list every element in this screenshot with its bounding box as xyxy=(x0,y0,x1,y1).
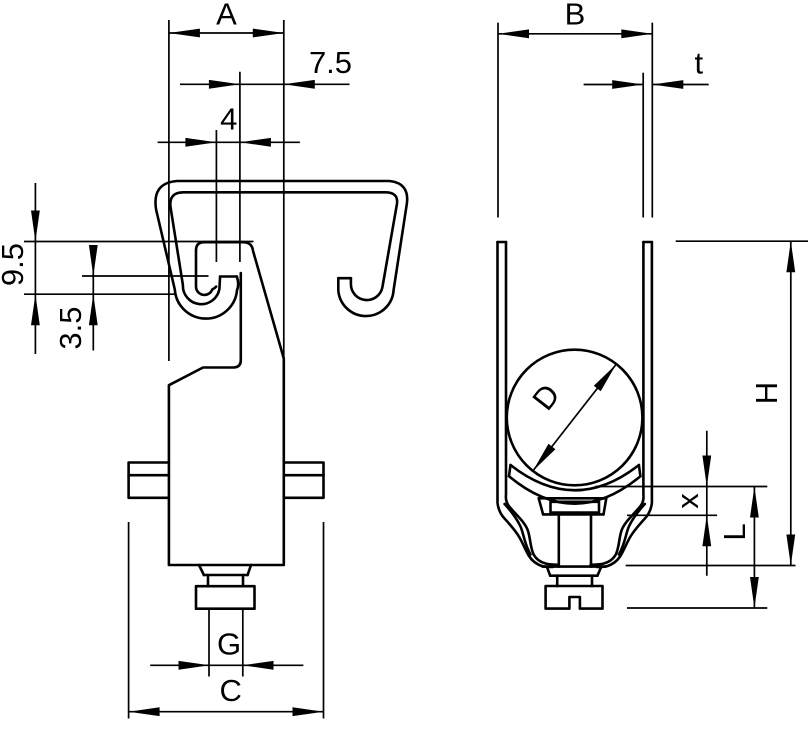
arrowhead-icon xyxy=(31,210,40,242)
screw-nut xyxy=(194,584,256,610)
arrowhead-icon xyxy=(168,28,200,38)
cable-diameter-arrowheads xyxy=(532,364,617,471)
arrowhead-icon xyxy=(292,707,324,717)
arrowhead-icon xyxy=(702,515,712,547)
front-view xyxy=(127,179,409,610)
wing-right xyxy=(282,461,325,500)
dim-label-a: A xyxy=(216,0,237,32)
arrowhead-icon xyxy=(88,294,98,326)
pressure-block-window xyxy=(549,500,601,514)
screw-head xyxy=(544,584,604,610)
wall-left-inner xyxy=(504,240,561,567)
dim-label-h: H xyxy=(749,382,784,404)
dim-label-x: x xyxy=(670,493,705,509)
wing-left xyxy=(127,461,171,500)
arrowhead-icon xyxy=(786,534,796,566)
side-view xyxy=(496,240,654,610)
dimension-arrowheads xyxy=(31,28,796,717)
arrowhead-icon xyxy=(498,29,529,39)
arrowhead-icon xyxy=(750,577,759,608)
arrowhead-icon xyxy=(31,294,40,326)
dim-label-b: B xyxy=(565,0,586,32)
wall-right-inner xyxy=(589,240,645,567)
saddle-left-cap xyxy=(507,463,512,478)
body-crease-right xyxy=(617,502,647,556)
screw-flange-right xyxy=(596,565,603,577)
clamp-body-outline xyxy=(167,240,286,567)
dimension-lines xyxy=(24,20,808,719)
arrowhead-icon xyxy=(88,245,98,276)
dim-label-c: C xyxy=(220,673,242,708)
pressure-block-right xyxy=(602,497,608,516)
clamp-claw-leg xyxy=(194,249,218,297)
saddle-right-cap xyxy=(637,463,642,478)
dim-label-t: t xyxy=(694,46,703,81)
arrowhead-icon xyxy=(178,660,210,670)
saddle-top-arc xyxy=(509,463,641,492)
arrowhead-icon xyxy=(786,241,796,273)
arrowhead-icon xyxy=(621,29,653,39)
dim-label-4: 4 xyxy=(220,102,237,137)
arrowhead-icon xyxy=(185,137,217,147)
pressure-block-left xyxy=(537,497,545,516)
dim-label-7-5: 7.5 xyxy=(309,45,352,80)
rail-profile-inner xyxy=(169,191,399,306)
dim-label-g: G xyxy=(217,627,241,662)
dim-label-9-5: 9.5 xyxy=(0,243,30,286)
body-crease-left xyxy=(503,502,532,556)
cable-circle xyxy=(505,348,644,487)
screw-boss-left xyxy=(197,563,206,577)
arrowhead-icon xyxy=(612,80,644,89)
arrowhead-icon xyxy=(532,443,556,471)
arrowhead-icon xyxy=(750,486,759,518)
arrowhead-icon xyxy=(593,364,617,392)
arrowhead-icon xyxy=(208,79,240,89)
arrowhead-icon xyxy=(252,28,284,38)
screw-flange-left xyxy=(545,565,552,577)
dim-label-d: D xyxy=(525,377,566,416)
arrowhead-icon xyxy=(239,137,271,147)
rail-profile-outer xyxy=(154,179,409,320)
dim-label-l: L xyxy=(717,523,752,540)
dimension-labels: A 7.5 4 9.5 3.5GC BtD HxL xyxy=(0,0,784,708)
arrowhead-icon xyxy=(128,707,160,717)
dim-label-3-5: 3.5 xyxy=(53,306,88,349)
screw-boss-right xyxy=(246,563,253,577)
arrowhead-icon xyxy=(652,80,684,89)
arrowhead-icon xyxy=(283,79,315,89)
arrowhead-icon xyxy=(702,455,712,487)
arrowhead-icon xyxy=(242,660,274,670)
